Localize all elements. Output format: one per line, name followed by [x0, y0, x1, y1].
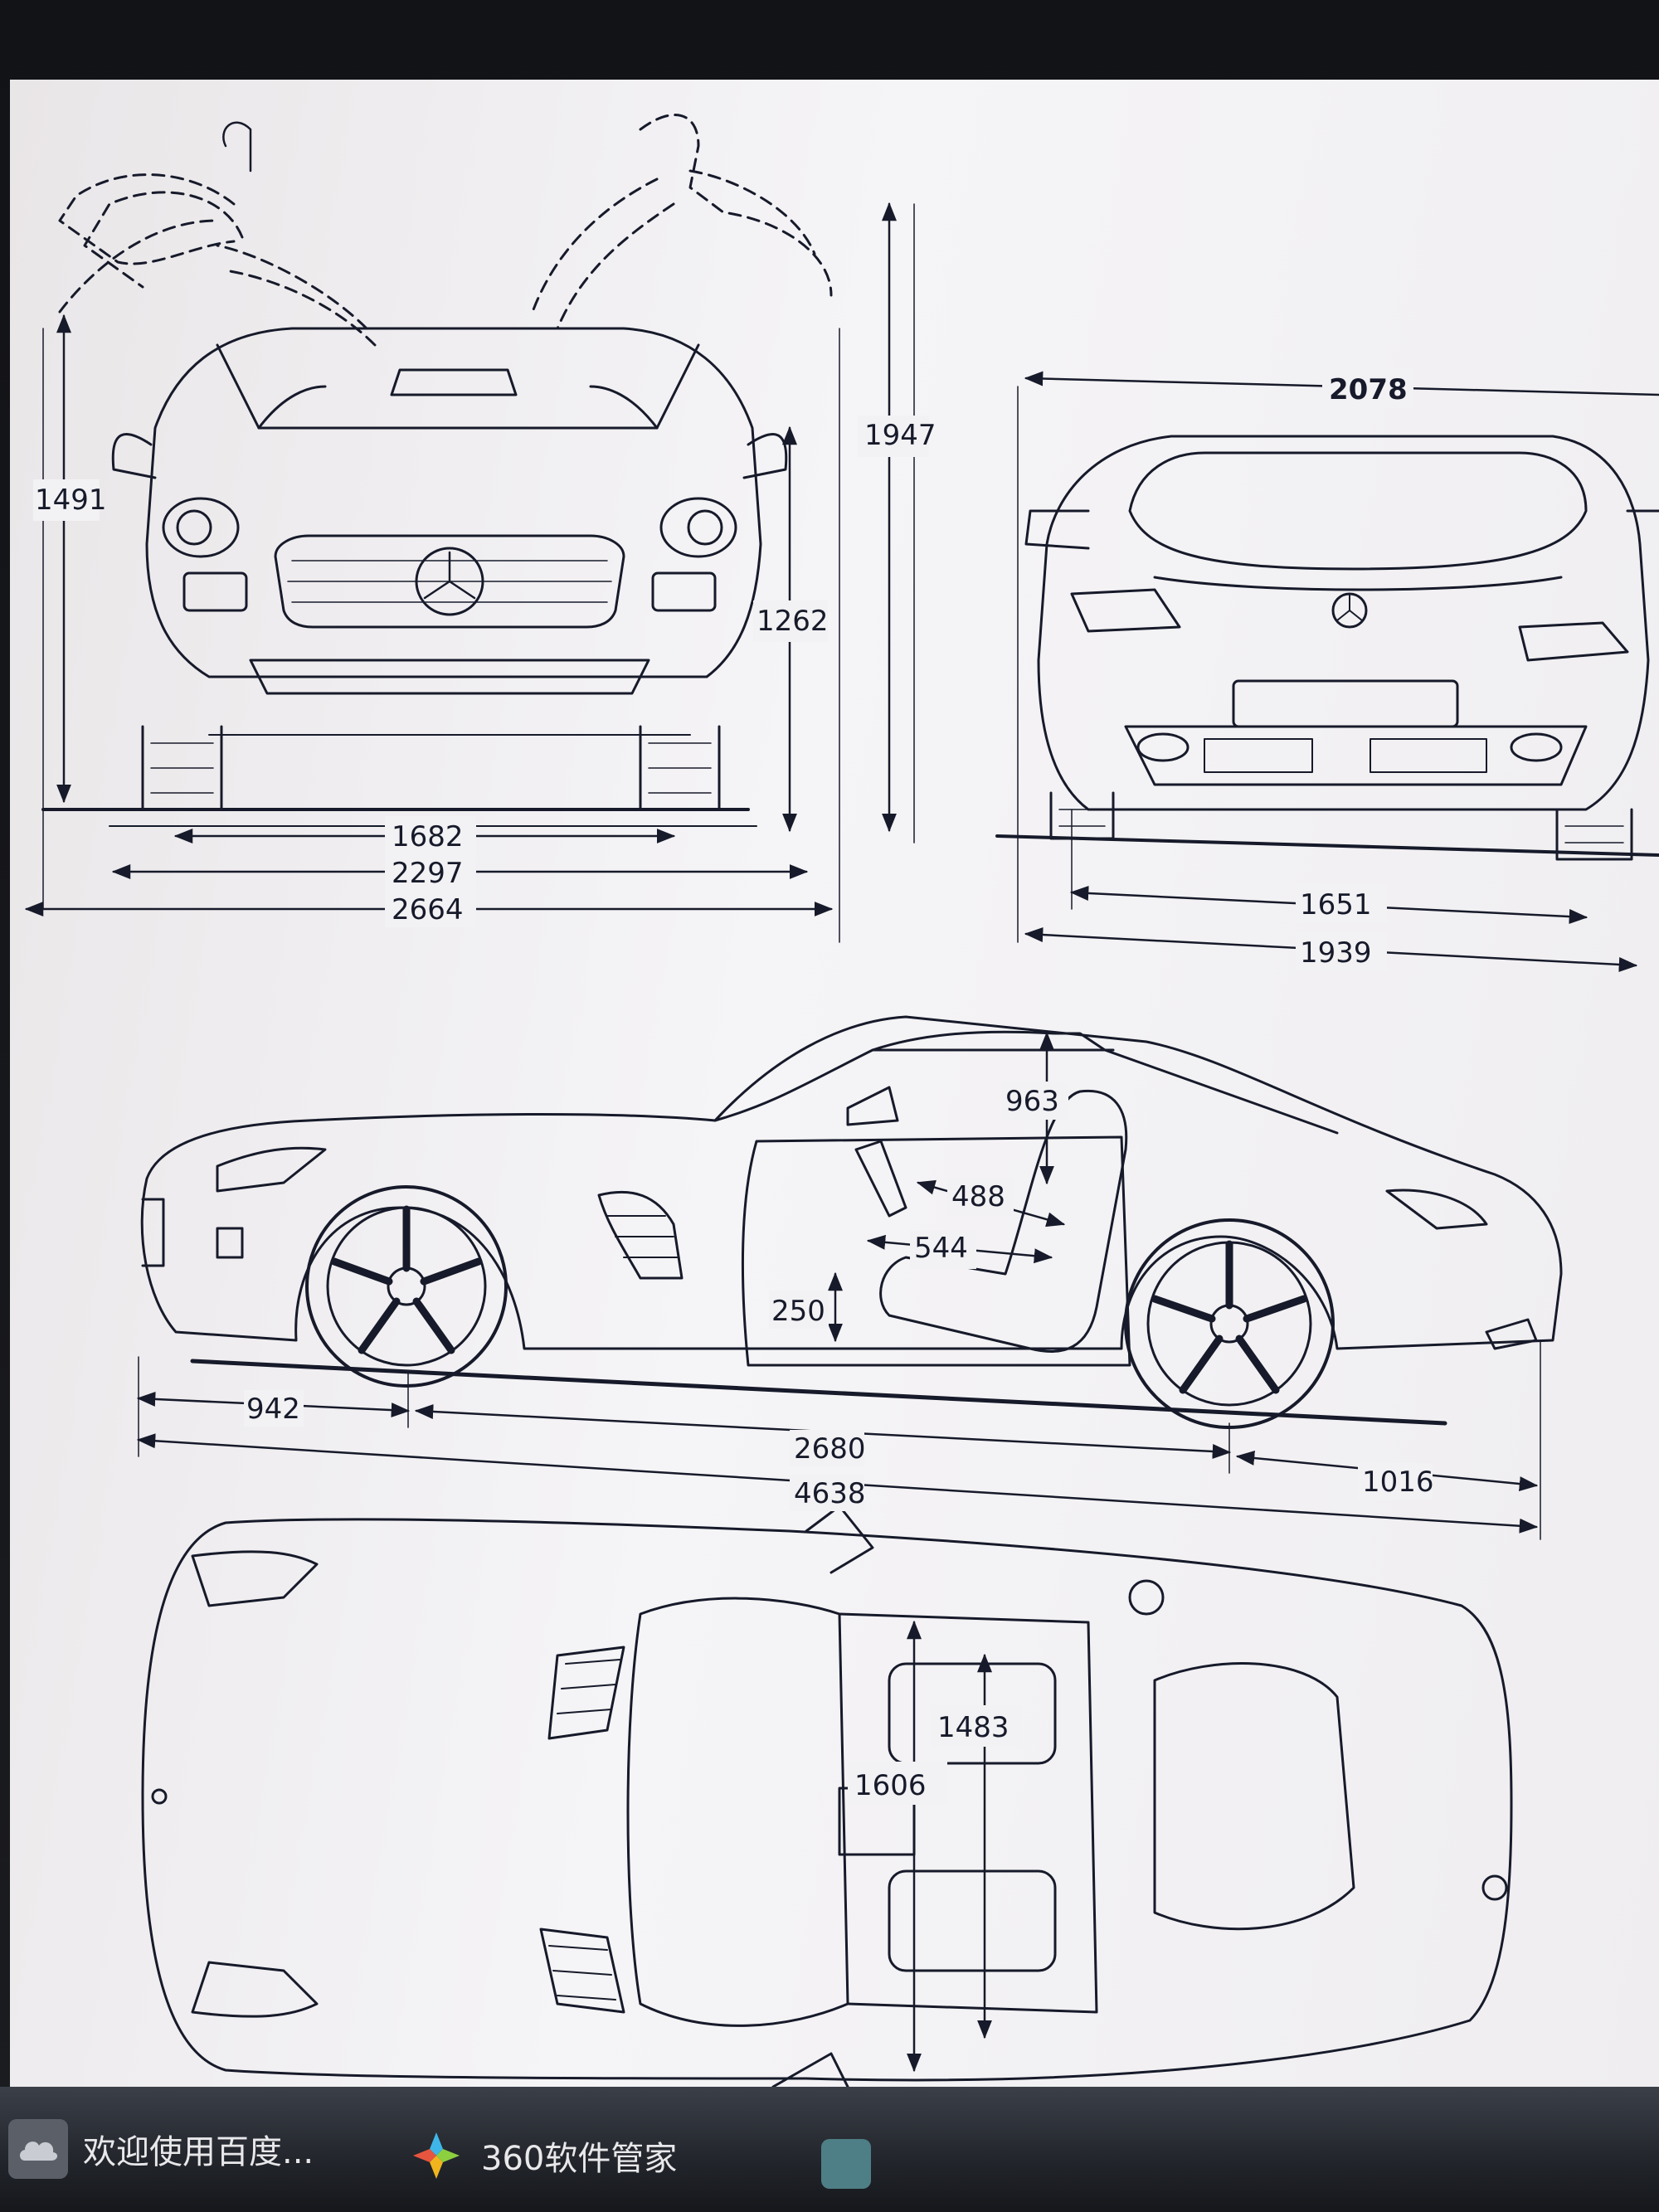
top-cabin: [626, 1597, 849, 2027]
taskbar-item-baidu[interactable]: 欢迎使用百度...: [8, 2103, 314, 2195]
front-door-open-left: [58, 173, 236, 265]
baidu-cloud-icon: [8, 2119, 68, 2179]
dim-4638: 4638: [794, 1477, 866, 1510]
top-dim-lines: [907, 1620, 992, 2073]
dim-1491: 1491: [35, 484, 107, 517]
dim-544: 544: [914, 1232, 968, 1265]
dim-1651: 1651: [1300, 888, 1372, 921]
top-view: [141, 1505, 1513, 2087]
front-body: [145, 327, 762, 678]
front-door-open-right: [639, 114, 833, 297]
taskbar-item-label: 欢迎使用百度...: [83, 2133, 314, 2171]
dim-1682: 1682: [392, 820, 464, 853]
front-grille: [274, 534, 625, 629]
rear-body: [1037, 435, 1650, 811]
side-rear-wheel: [1124, 1218, 1335, 1429]
taskbar: 欢迎使用百度... 360软件管家: [0, 2087, 1659, 2212]
side-seat: [879, 1089, 1128, 1353]
taskbar-item-360[interactable]: 360软件管家: [406, 2110, 677, 2201]
partial-app-icon: [821, 2139, 871, 2189]
dim-2078: 2078: [1329, 373, 1408, 406]
side-body: [140, 1015, 1563, 1350]
taskbar-item-label: 360软件管家: [481, 2140, 678, 2178]
dim-1947: 1947: [864, 419, 937, 452]
dim-1606: 1606: [854, 1769, 927, 1802]
top-body: [141, 1518, 1513, 2082]
dim-1939: 1939: [1300, 936, 1372, 970]
taskbar-item-partial[interactable]: [821, 2118, 886, 2210]
rear-dim-lines: [1017, 371, 1659, 972]
dim-2680: 2680: [794, 1432, 866, 1466]
screen: 1947 1491 1262 1682 2297 2664 2078 1651 …: [10, 80, 1659, 2087]
dim-2664: 2664: [392, 893, 464, 926]
dim-250: 250: [771, 1295, 825, 1328]
dim-1016: 1016: [1362, 1466, 1434, 1499]
dim-1262: 1262: [757, 605, 829, 638]
rear-view: [995, 371, 1659, 972]
car-blueprint: 1947 1491 1262 1682 2297 2664 2078 1651 …: [24, 114, 1659, 2087]
dim-488: 488: [951, 1180, 1005, 1213]
360-software-manager-icon: [406, 2126, 466, 2185]
dim-942: 942: [246, 1393, 300, 1426]
dim-963: 963: [1005, 1085, 1059, 1118]
side-door: [741, 1135, 1131, 1367]
front-view: [24, 114, 915, 943]
dim-2297: 2297: [392, 857, 464, 890]
dim-1483: 1483: [937, 1711, 1010, 1744]
side-front-wheel: [305, 1185, 508, 1388]
